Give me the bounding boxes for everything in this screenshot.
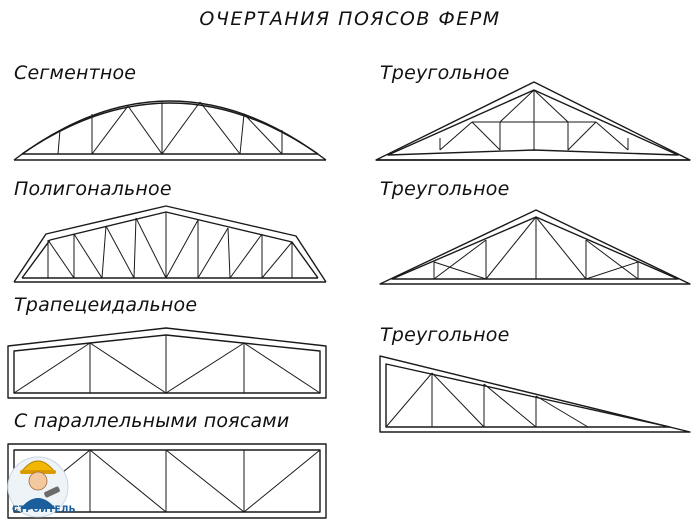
label-triangular-3: Треугольное bbox=[380, 324, 510, 346]
truss-segment bbox=[13, 100, 327, 161]
truss-triangular-1-web bbox=[439, 89, 629, 151]
truss-polygonal-web bbox=[47, 212, 293, 279]
diagram-title: ОЧЕРТАНИЯ ПОЯСОВ ФЕРМ bbox=[199, 8, 501, 30]
truss-polygonal-top-chord bbox=[13, 205, 327, 283]
truss-segment-top-chord-inner bbox=[21, 102, 319, 155]
label-triangular-1: Треугольное bbox=[380, 62, 510, 84]
truss-triangular-3-web bbox=[385, 372, 589, 428]
truss-parallel bbox=[7, 443, 327, 519]
label-segment: Сегментное bbox=[14, 62, 137, 84]
label-trapezoidal: Трапецеидальное bbox=[14, 294, 198, 316]
truss-triangular-1 bbox=[375, 81, 691, 161]
truss-parallel-outer bbox=[7, 443, 327, 519]
truss-triangular-1-inner bbox=[387, 89, 679, 156]
label-parallel: С параллельными поясами bbox=[14, 410, 290, 432]
logo-text: СТРОИТЕЛЬ bbox=[12, 505, 76, 515]
truss-trapezoidal bbox=[7, 327, 327, 399]
label-triangular-2: Треугольное bbox=[380, 178, 510, 200]
truss-triangular-3 bbox=[379, 355, 691, 433]
truss-trapezoidal-inner bbox=[13, 334, 321, 394]
truss-polygonal-top-chord-inner bbox=[21, 211, 319, 279]
truss-triangular-2-inner bbox=[391, 216, 679, 280]
truss-trapezoidal-outer bbox=[7, 327, 327, 399]
truss-segment-web bbox=[57, 101, 283, 155]
truss-trapezoidal-web bbox=[13, 335, 321, 394]
builder-logo-icon bbox=[7, 456, 69, 518]
truss-triangular-2-web bbox=[433, 216, 639, 280]
label-polygonal: Полигональное bbox=[14, 178, 172, 200]
truss-triangular-2 bbox=[379, 209, 691, 285]
truss-polygonal bbox=[13, 205, 327, 283]
truss-triangular-3-inner bbox=[385, 363, 671, 428]
truss-triangular-3-outer bbox=[379, 355, 691, 433]
truss-triangular-2-outer bbox=[379, 209, 691, 285]
truss-triangular-1-outer bbox=[375, 81, 691, 161]
